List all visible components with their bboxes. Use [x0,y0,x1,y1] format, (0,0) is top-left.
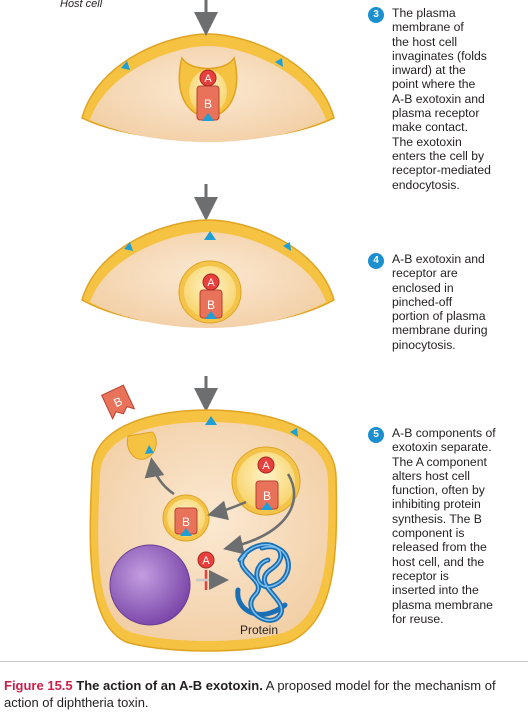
receptor-icon [202,113,214,121]
step-number-badge: 3 [368,7,384,23]
released-toxin-b: B [100,384,136,421]
receptor-icon [283,242,291,251]
receptor-icon [124,242,133,251]
figure-title: The action of an A-B exotoxin. [76,678,263,693]
toxin-a-label: A [202,555,210,567]
receptor-icon [290,428,298,437]
toxin-a [197,551,215,569]
toxin-a-label: A [204,73,212,85]
receptor-icon [121,61,130,70]
step-number-badge: 5 [368,427,384,443]
toxin-b-label: B [207,298,215,312]
receptor-icon [180,528,192,536]
cell-step-5: B A B A Protein [89,409,338,652]
receptor-icon [204,231,216,240]
toxin-a-label: A [262,460,270,472]
arrow-icon [207,500,247,521]
figure-caption-text: A proposed model for the mechanism of ac… [4,678,496,710]
protein-icon-highlight [239,543,290,622]
ab-exotoxin: A B [199,273,223,319]
figure-caption: Figure 15.5 The action of an A-B exotoxi… [4,677,524,711]
arrow-icon [223,473,296,555]
toxin-a-label: A [207,277,215,289]
step-description: A-B components of exotoxin separate. The… [392,426,496,626]
step-description: The plasma membrane of the host cell inv… [392,6,491,192]
receptor-icon [275,58,283,67]
receptor-icon [205,416,217,425]
arrow-icon [144,457,175,496]
ab-exotoxin: A B [196,69,220,121]
receptor-icon [205,311,217,319]
toxin-a [257,456,275,474]
host-cell-label: Host cell [60,0,103,10]
step-description: A-B exotoxin and receptor are enclosed i… [392,252,488,352]
toxin-b-label: B [204,97,212,111]
figure-number: Figure 15.5 [4,678,73,693]
caption-divider [0,661,528,662]
receptor-icon [261,502,273,510]
toxin-b-label: B [182,515,190,529]
step-number-badge: 4 [368,253,384,269]
protein-label: Protein [240,623,278,637]
diagram: A B A B B A [81,0,338,652]
nucleus [109,544,191,626]
toxin-b-label: B [263,489,271,503]
receptor-icon [145,445,154,454]
